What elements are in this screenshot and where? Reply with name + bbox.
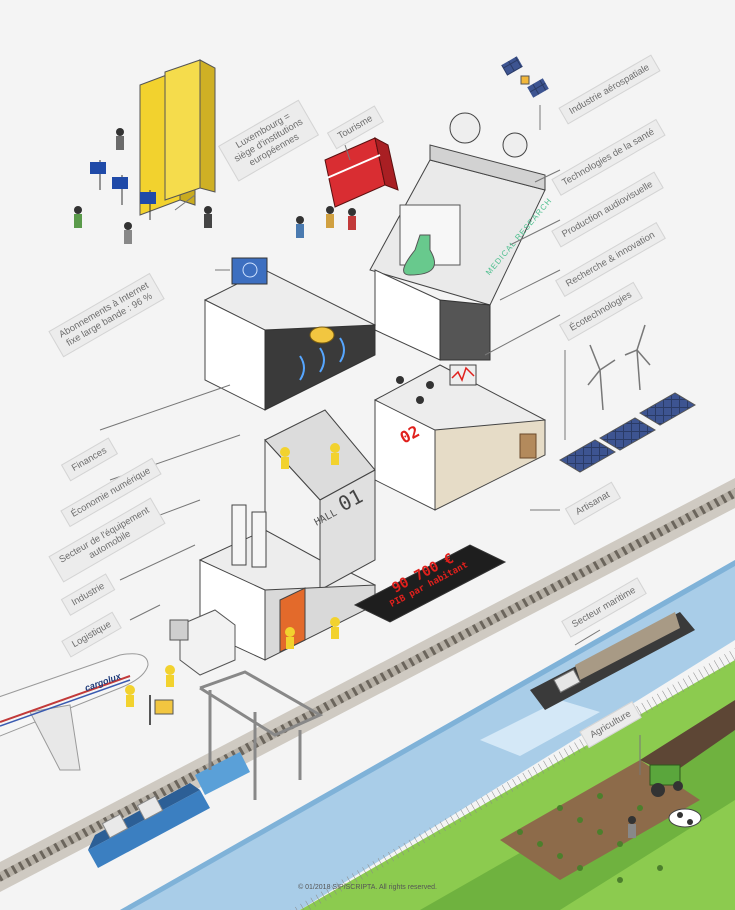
solar-panels [559,392,696,473]
digital-economy-building [203,257,377,411]
double-decker-bus [324,137,399,208]
copyright-text: © 01/2018 SIP/SCRIPTA. All rights reserv… [298,884,437,891]
forklift [149,695,174,725]
lab-02-building [373,364,547,511]
truck [169,609,236,676]
office-towers [139,59,216,216]
gantry-crane [199,670,324,800]
gdp-pit [353,544,507,623]
eu-flags [90,160,156,220]
tractor [649,764,683,797]
cargo-train [88,752,250,868]
cargo-barge [530,612,695,710]
medical-research-building [369,112,546,361]
copyright-footer: © 01/2018 SIP/SCRIPTA. All rights reserv… [0,884,735,891]
crop-dots [517,793,663,883]
cow [668,808,702,828]
cargolux-airplane [0,653,149,771]
wind-turbines [587,324,651,411]
satellite [501,56,549,98]
canal [120,560,735,910]
hall-01-factory [198,409,377,661]
people [74,128,636,838]
